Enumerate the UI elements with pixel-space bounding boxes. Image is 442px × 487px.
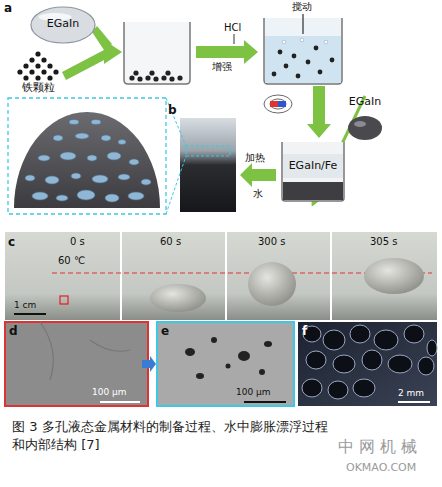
label: 100 μm: [92, 387, 127, 397]
label: d: [9, 325, 18, 339]
sem-d: [5, 322, 148, 406]
sem-e: [157, 322, 294, 406]
sample-300s: [248, 262, 296, 306]
label: 100 μm: [236, 387, 271, 397]
label: HCl: [224, 22, 241, 34]
label: 水: [253, 188, 263, 200]
stirrer: [302, 14, 304, 34]
green-arrowhead: [104, 40, 122, 64]
highlight: [354, 121, 366, 127]
label: 300 s: [258, 236, 285, 248]
foam-cells: [302, 325, 437, 399]
node-text: EGaIn/Fe: [280, 160, 346, 173]
sample-305s: [364, 258, 424, 294]
particle-pile: 铁颗粒: [12, 50, 64, 98]
highlight-box: [186, 146, 230, 156]
label: f: [302, 325, 307, 339]
iron-particles: [129, 70, 182, 81]
label: 305 s: [370, 236, 397, 248]
label: 1 cm: [14, 300, 36, 310]
iron-particle: [47, 63, 52, 68]
frame-dividers: [121, 232, 331, 320]
iron-particle: [35, 75, 40, 80]
region-box: [60, 296, 68, 304]
beaker: [124, 22, 190, 84]
label: OKMAO.COM: [346, 462, 416, 475]
pores: [185, 337, 272, 379]
pores: [25, 120, 151, 203]
droplet: [31, 7, 95, 43]
iron-particle: [29, 69, 34, 74]
node-text: EGaIn: [30, 18, 96, 31]
iron-particle: [29, 57, 34, 62]
iron-particle: [23, 63, 28, 68]
label: e: [161, 325, 169, 339]
photo-c: [5, 232, 437, 320]
green-arrow: [196, 40, 258, 64]
node-text: EGaIn: [340, 96, 390, 109]
label: b: [168, 104, 177, 118]
iron-particle: [35, 51, 40, 56]
porous-dome: [14, 112, 160, 208]
label: 搅动: [292, 1, 312, 13]
node-text: 铁颗粒: [12, 82, 64, 95]
iron-particle: [41, 57, 46, 62]
scale-bar: [14, 313, 46, 315]
iron-particle: [41, 69, 46, 74]
green-arrow: [307, 86, 331, 138]
label: 加热: [245, 152, 265, 164]
droplet: [348, 116, 382, 140]
droplet-node: EGaIn: [30, 6, 96, 44]
green-arrow: [240, 163, 276, 187]
label: 增强: [212, 61, 232, 73]
label: 60 ℃: [58, 255, 85, 267]
solution: [265, 36, 341, 83]
droplet-node: EGaIn: [340, 96, 390, 142]
zoom-line: [166, 98, 186, 146]
green-arrow: [62, 50, 108, 80]
label: 中 网 机 械: [338, 438, 417, 456]
sample-60s: [150, 284, 206, 312]
particles: [272, 46, 335, 79]
blue-arrow: [142, 356, 156, 372]
label: a: [4, 2, 12, 16]
hcl-drop: [234, 34, 235, 44]
iron-particle: [17, 69, 22, 74]
inset-box: [8, 98, 166, 214]
label: 0 s: [70, 236, 85, 248]
iron-particle: [35, 63, 40, 68]
photo-b: [180, 118, 236, 212]
scale-bar: [398, 401, 430, 403]
iron-particle: [47, 75, 52, 80]
liquid-metal: [283, 182, 343, 200]
iron-particle: [53, 69, 58, 74]
zoom-line: [166, 156, 186, 214]
iron-particle: [23, 75, 28, 80]
dipole-symbol: [264, 95, 292, 113]
label: 60 s: [160, 236, 181, 248]
bubbles: [282, 38, 328, 44]
texture: [40, 322, 130, 380]
scale-bar: [244, 401, 286, 403]
label: c: [8, 236, 15, 250]
scale-bar: [100, 401, 140, 403]
figure-caption: 图 3 多孔液态金属材料的制备过程、水中膨胀漂浮过程和内部结构 [7]: [12, 418, 337, 453]
label: 2 mm: [398, 388, 424, 398]
beaker-node: EGaIn/Fe: [280, 140, 346, 202]
sem-f: [298, 322, 437, 406]
